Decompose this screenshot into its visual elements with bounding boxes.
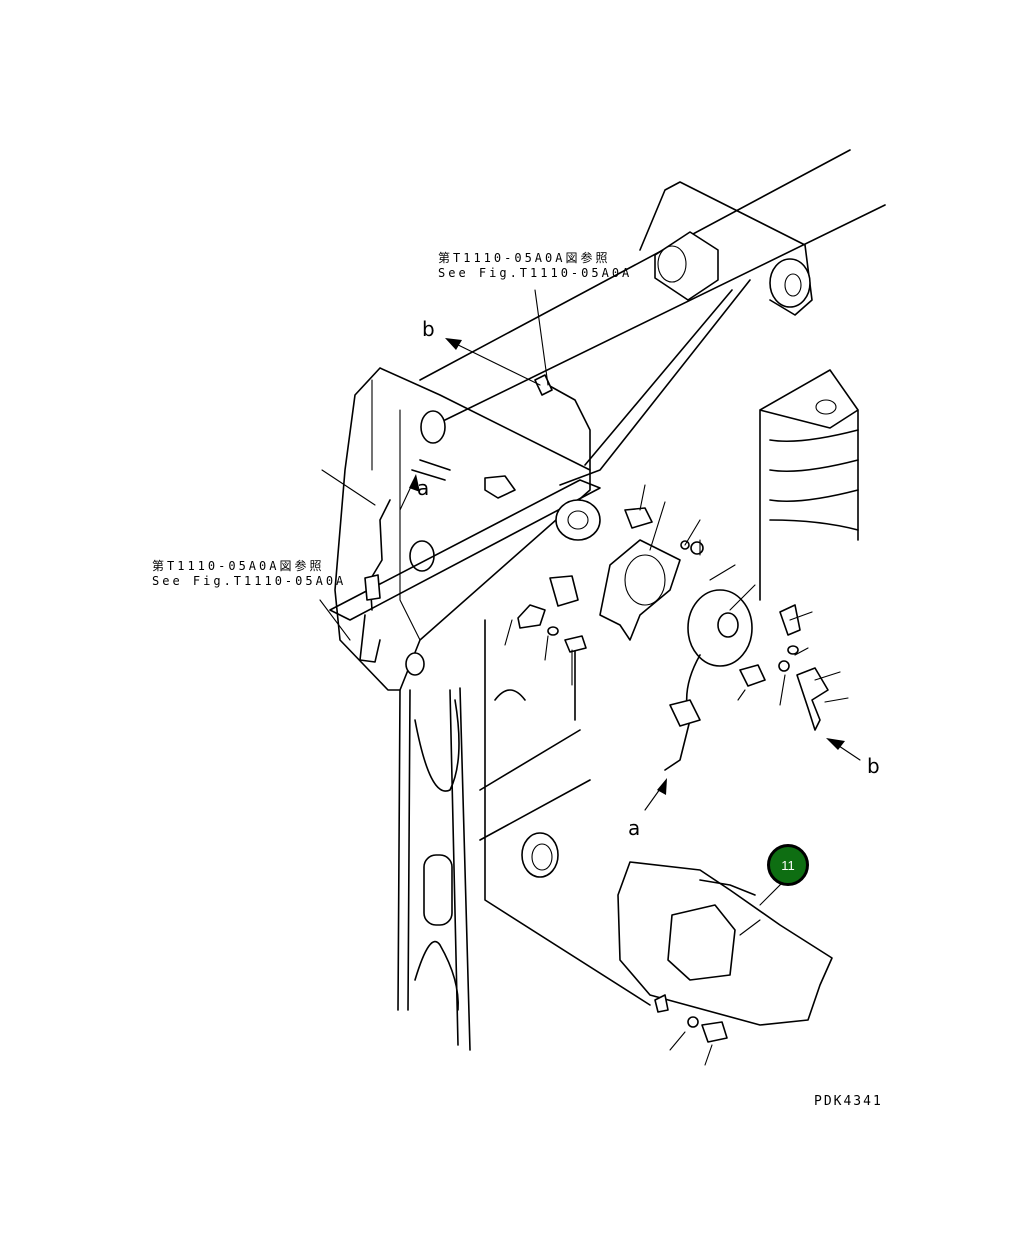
bracket-inner <box>371 379 421 641</box>
connector-wire <box>534 374 553 396</box>
leader-ref-1 <box>534 289 549 386</box>
cover-window <box>667 904 736 981</box>
bolt-2 <box>739 664 766 687</box>
frame-right <box>759 369 859 601</box>
reference-label-top: 第T1110-05A0A図参照 See Fig.T1110-05A0A <box>438 249 632 280</box>
lift-arm-link-inner <box>584 289 733 466</box>
plate-groove <box>411 459 451 481</box>
letter-b-right: b <box>867 754 880 778</box>
pin-hole-top <box>784 273 802 297</box>
bushing-top <box>654 231 719 301</box>
harness-connector <box>364 574 381 601</box>
bolt-4 <box>701 1021 728 1043</box>
clip <box>517 604 546 629</box>
tab <box>654 994 669 1013</box>
frame-cutout-1 <box>414 699 460 792</box>
bracket-plate <box>334 367 591 691</box>
cooling-fins <box>769 429 859 531</box>
pad-block <box>484 475 516 499</box>
pin-boss-top <box>769 258 811 308</box>
cross-bar <box>329 479 601 621</box>
nut <box>690 541 704 555</box>
panel-boss <box>521 832 559 878</box>
clamp-block <box>549 575 579 607</box>
cable-clip <box>669 699 701 727</box>
wire-top <box>547 384 591 471</box>
figure-code: PDK4341 <box>814 1094 883 1109</box>
slot <box>423 854 453 926</box>
plate-hole-3 <box>405 652 425 676</box>
letter-b-top: b <box>422 317 435 341</box>
reference-en-2: See Fig.T1110-05A0A <box>152 574 347 588</box>
mount-bracket <box>599 539 681 641</box>
washer-1 <box>547 626 559 636</box>
washer-5 <box>687 1016 699 1028</box>
lift-arm-link <box>559 279 751 486</box>
arrow-b-top <box>447 339 541 386</box>
part-callout-11[interactable]: 11 <box>767 844 809 886</box>
plate-hole-1 <box>420 410 446 444</box>
reference-jp-2: 第T1110-05A0A図参照 <box>152 559 325 573</box>
upper-shaft <box>419 149 886 421</box>
bolt-1 <box>564 635 587 653</box>
washer-3 <box>778 660 790 672</box>
reference-jp-1: 第T1110-05A0A図参照 <box>438 251 611 265</box>
lever <box>796 667 829 731</box>
connector-top <box>624 507 653 529</box>
cylinder <box>555 499 601 541</box>
letter-a-bottom: a <box>628 816 641 840</box>
side-panel <box>479 619 651 1006</box>
washer-4 <box>787 645 799 655</box>
lift-arm-top <box>639 181 813 316</box>
reference-en-1: See Fig.T1110-05A0A <box>438 266 633 280</box>
reference-label-left: 第T1110-05A0A図参照 See Fig.T1110-05A0A <box>152 557 346 588</box>
vertical-frame <box>397 687 471 1051</box>
leader-ref-2 <box>319 599 351 641</box>
letter-a-top: a <box>417 476 430 500</box>
frame-cutout-2 <box>414 940 459 1011</box>
sensor-hub <box>717 612 739 638</box>
